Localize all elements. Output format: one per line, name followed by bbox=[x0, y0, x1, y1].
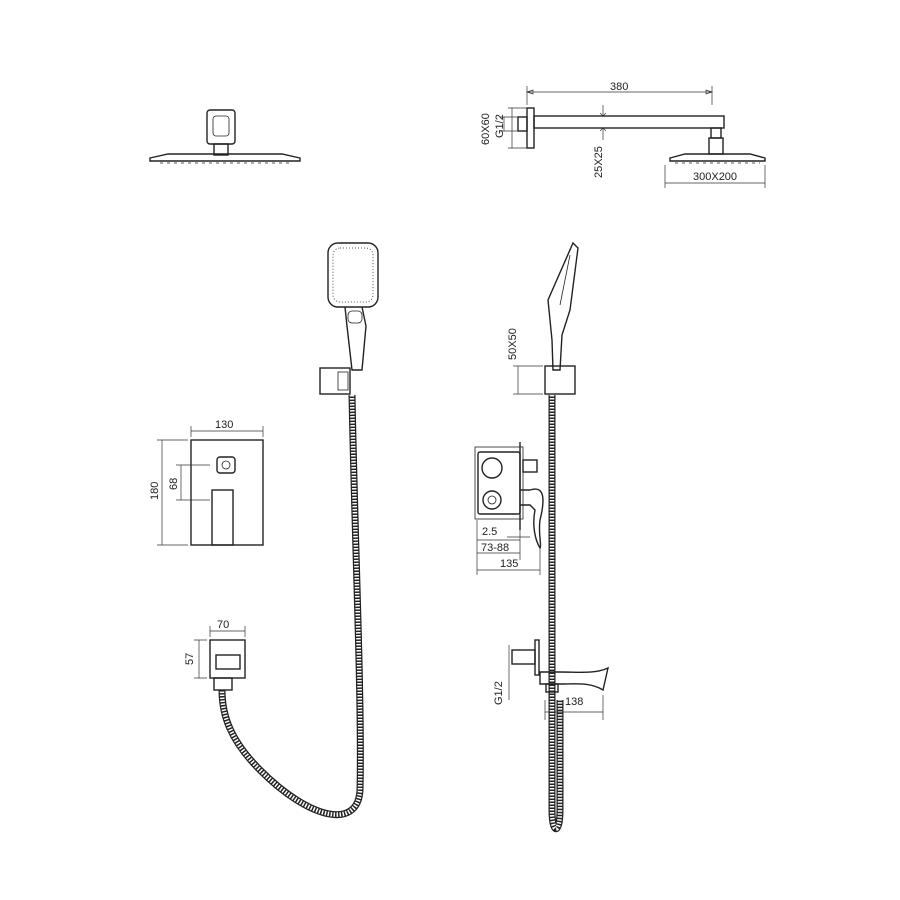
dim-head-size: 300X200 bbox=[693, 171, 737, 183]
dim-flange-size: 60X60 bbox=[480, 113, 492, 145]
dim-outlet-width: 70 bbox=[217, 619, 229, 631]
rain-shower-head-front bbox=[149, 109, 301, 164]
wall-outlet-front bbox=[194, 626, 246, 691]
hose bbox=[218, 394, 364, 819]
shower-arm-side bbox=[500, 86, 766, 188]
spout-side bbox=[508, 639, 609, 720]
mixer-side bbox=[474, 442, 544, 575]
dim-arm-length: 380 bbox=[610, 81, 628, 93]
dim-outlet-height: 57 bbox=[184, 653, 196, 665]
dim-holder-size: 50X50 bbox=[507, 328, 519, 360]
dim-arm-section: 25X25 bbox=[593, 146, 605, 178]
dim-plate-gap: 2.5 bbox=[482, 526, 497, 538]
dim-spout-thread: G1/2 bbox=[493, 681, 505, 705]
hand-shower-side bbox=[513, 241, 579, 395]
mixer-front bbox=[157, 426, 264, 546]
dim-mixer-depth: 135 bbox=[500, 558, 518, 570]
dim-knob-offset: 68 bbox=[168, 478, 180, 490]
dim-install-depth: 73-88 bbox=[481, 542, 509, 554]
hand-shower-front bbox=[319, 242, 379, 395]
dim-mixer-height: 180 bbox=[149, 482, 161, 500]
dim-spout-length: 138 bbox=[565, 696, 583, 708]
dim-arm-thread: G1/2 bbox=[494, 114, 506, 138]
dim-mixer-width: 130 bbox=[215, 419, 233, 431]
